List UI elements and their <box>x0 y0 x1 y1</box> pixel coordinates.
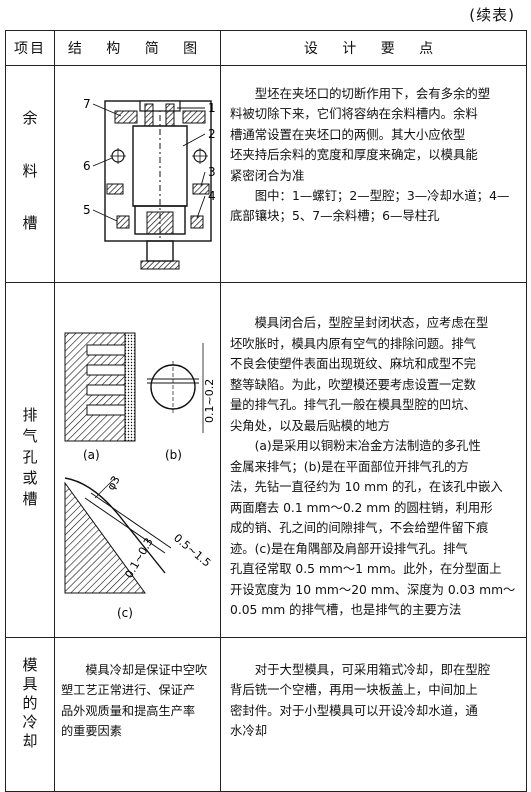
text-line: 整等缺陷。为此，吹塑模还要考虑设置一定数 <box>230 377 476 392</box>
row3-item-cell: 模 具 的 冷 却 <box>5 637 55 792</box>
text-line: 料被切除下来，它们将容纳在余料槽内。余料 <box>230 106 478 122</box>
row3-left-text-cell: 模具冷却是保证中空吹 塑工艺正常进行、保证产 品外观质量和提高生产率 的重要因素 <box>54 637 221 792</box>
row3-item-char: 却 <box>22 732 38 750</box>
design-table: 项目 结 构 简 图 设 计 要 点 余 料 槽 <box>5 30 527 792</box>
text-line: 尖角处，以及最后贴模的地方 <box>230 418 390 433</box>
row1-item-char: 料 <box>22 161 38 180</box>
label-5: 5 <box>83 203 91 217</box>
text-line: 槽通常设置在夹坯口的两侧。其大小应依型 <box>230 126 466 142</box>
label-6: 6 <box>83 159 91 173</box>
header-structure: 结 构 简 图 <box>54 30 221 66</box>
text-line: 量的排气孔。排气孔一般在模具型腔的凹坑、 <box>230 398 476 412</box>
header-row: 项目 结 构 简 图 设 计 要 点 <box>5 30 527 66</box>
label-4: 4 <box>208 189 216 203</box>
text-line: 图中：1—螺钉；2—型腔；3—冷却水道；4— <box>230 188 510 204</box>
row2-item-cell: 排 气 孔 或 槽 <box>5 282 55 638</box>
row1-text-cell: 型坯在夹坯口的切断作用下，会有多余的塑 料被切除下来，它们将容纳在余料槽内。余料… <box>220 65 527 283</box>
text-line: 成的销、孔之间的间隙排气，不会给塑件留下痕 <box>230 521 489 535</box>
text-line: 型坯在夹坯口的切断作用下，会有多余的塑 <box>230 86 491 101</box>
text-line: 坯吹胀时，模具内原有空气的排除问题。排气 <box>230 336 476 351</box>
row3-item-char: 冷 <box>22 713 38 731</box>
label-a: (a) <box>83 448 100 462</box>
text-line: 法，先钻一直径约为 10 mm 的孔，在该孔中嵌入 <box>230 480 503 494</box>
text-line: 金属来排气；(b)是在平面部位开排气孔的方 <box>230 459 469 474</box>
label-3: 3 <box>208 165 216 179</box>
text-line: 紧密闭合为准 <box>230 167 305 183</box>
row2-diagram-cell: (a) 0.1~0.2 (b) φ3 0.5~1.5 0.1~0.3 (c) <box>54 282 221 638</box>
text-line: 0.05 mm 的排气槽，也是排气的主要方法 <box>230 603 462 617</box>
text-line: 坯夹持后余料的宽度和厚度来确定，以模具能 <box>230 147 478 163</box>
row-mold-cooling: 模 具 的 冷 却 模具冷却是保证中空吹 塑工艺正常进行、保证产 品外观质量和提… <box>5 637 527 792</box>
row-vent-holes: 排 气 孔 或 槽 <box>5 282 527 638</box>
label-b: (b) <box>165 448 182 462</box>
text-line: 底部镶块；5、7—余料槽；6—导柱孔 <box>230 208 440 224</box>
row1-item-cell: 余 料 槽 <box>5 65 55 283</box>
header-points: 设 计 要 点 <box>220 30 527 66</box>
text-line: 背后铣一个空槽，再用一块板盖上，中间加上 <box>230 682 478 698</box>
label-2: 2 <box>208 127 216 141</box>
label-7: 7 <box>83 97 91 111</box>
label-b-dim: 0.1~0.2 <box>203 379 216 423</box>
vent-diagram: (a) 0.1~0.2 (b) φ3 0.5~1.5 0.1~0.3 (c) <box>64 332 216 620</box>
text-line: 两面磨去 0.1 mm～0.2 mm 的圆柱销，利用形 <box>230 500 493 515</box>
row3-item-char: 模 <box>22 656 38 674</box>
row2-item-char: 或 <box>22 468 38 487</box>
row-residue-slot: 余 料 槽 <box>5 65 527 283</box>
label-c-dim2: 0.1~0.3 <box>122 536 155 581</box>
row2-item-char: 孔 <box>22 447 38 466</box>
text-line: 水冷却 <box>230 723 268 739</box>
row2-item-char: 气 <box>22 426 38 445</box>
text-line: 模具闭合后，型腔呈封闭状态，应考虑在型 <box>230 316 489 330</box>
label-phi: φ3 <box>104 474 122 493</box>
text-line: 模具冷却是保证中空吹 <box>61 663 208 677</box>
label-c-dim1: 0.5~1.5 <box>171 531 213 569</box>
row2-item-char: 槽 <box>22 489 38 508</box>
label-c: (c) <box>117 606 133 620</box>
text-line: 迹。(c)是在角隅部及肩部开设排气孔。排气 <box>230 541 468 556</box>
row3-item-char: 的 <box>22 694 38 712</box>
mold-residue-diagram: 1 2 3 4 5 6 7 <box>83 97 216 270</box>
header-item: 项目 <box>5 30 55 66</box>
text-line: 对于大型模具，可采用箱式冷却，即在型腔 <box>230 662 491 677</box>
row1-diagram-cell: 1 2 3 4 5 6 7 <box>54 65 221 283</box>
row2-item-char: 排 <box>22 405 38 424</box>
row1-item-char: 余 <box>22 108 38 127</box>
continued-label: (续表) <box>469 6 515 24</box>
row1-item-char: 槽 <box>22 214 38 233</box>
row3-item-char: 具 <box>22 675 38 693</box>
text-line: 不良会使塑件表面出现斑纹、麻坑和成型不完 <box>230 357 476 371</box>
row2-text-cell: 模具闭合后，型腔呈封闭状态，应考虑在型 坯吹胀时，模具内原有空气的排除问题。排气… <box>220 282 527 638</box>
text-line: 开设宽度为 10 mm～20 mm、深度为 0.03 mm～ <box>230 582 516 597</box>
text-line: 密封件。对于小型模具可以开设冷却水道，通 <box>230 702 478 718</box>
text-line: 的重要因素 <box>61 724 122 739</box>
row3-text-cell: 对于大型模具，可采用箱式冷却，即在型腔 背后铣一个空槽，再用一块板盖上，中间加上… <box>220 637 527 792</box>
text-line: 品外观质量和提高生产率 <box>61 703 196 718</box>
label-1: 1 <box>208 101 216 115</box>
text-line: 孔直径常取 0.5 mm～1 mm。此外，在分型面上 <box>230 562 502 576</box>
text-line: (a)是采用以铜粉末冶金方法制造的多孔性 <box>230 439 481 453</box>
text-line: 塑工艺正常进行、保证产 <box>61 683 196 698</box>
